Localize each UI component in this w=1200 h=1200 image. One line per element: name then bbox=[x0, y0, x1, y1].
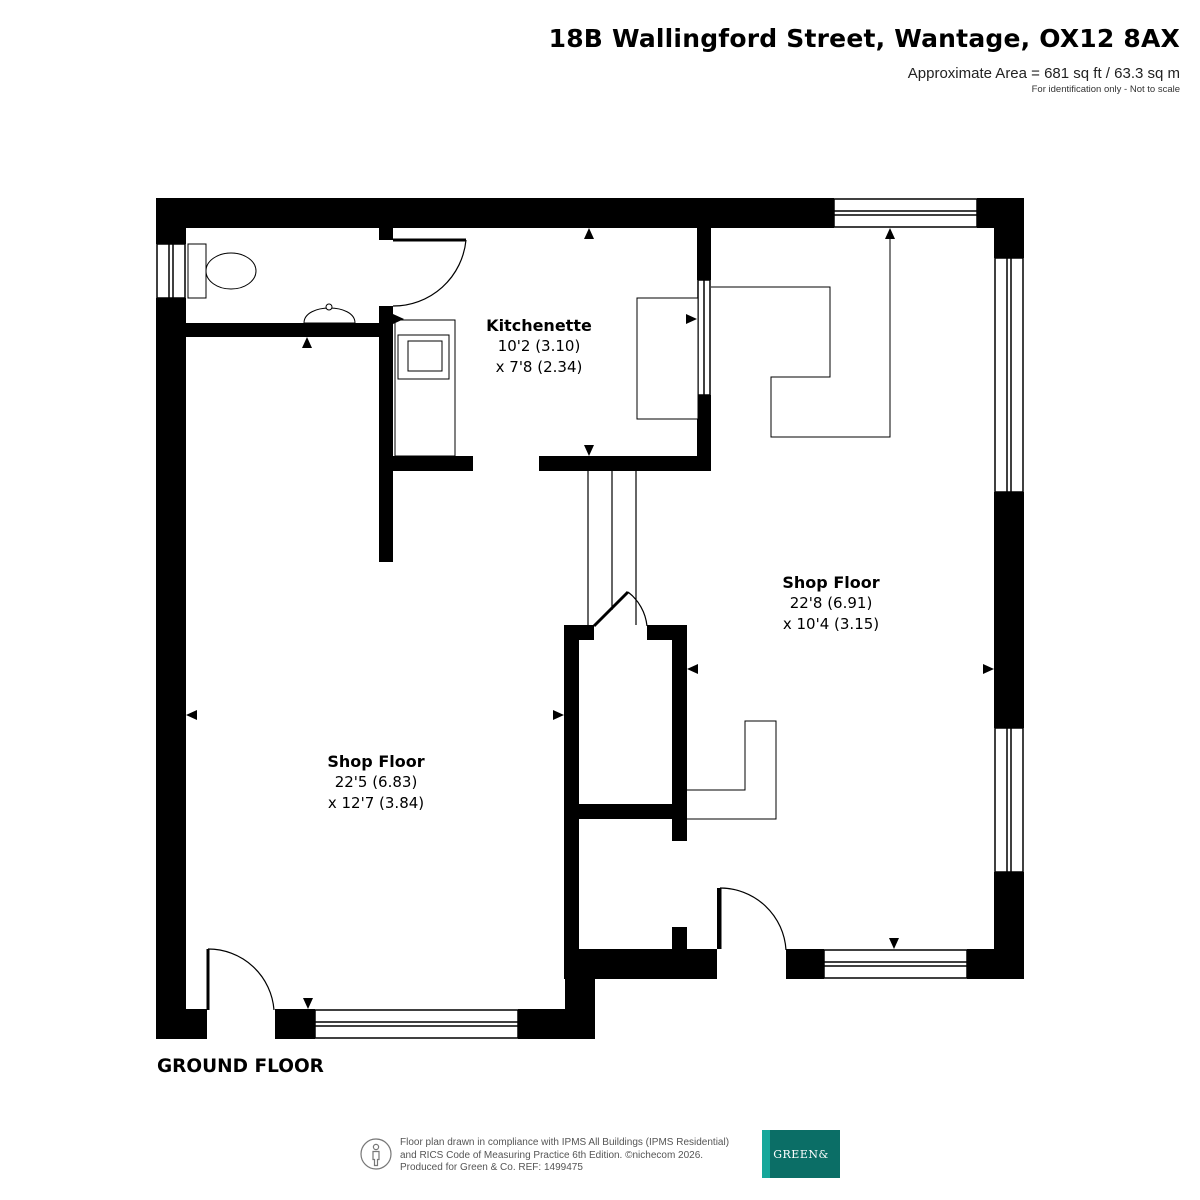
room-dimension: 22'5 (6.83) bbox=[334, 773, 418, 791]
room-name: Shop Floor bbox=[327, 752, 425, 771]
footer-line: and RICS Code of Measuring Practice 6th … bbox=[400, 1149, 704, 1161]
windows bbox=[156, 198, 1024, 1039]
room-dimension: x 12'7 (3.84) bbox=[327, 794, 425, 812]
scale-note: For identification only - Not to scale bbox=[1031, 84, 1180, 95]
exterior-walls bbox=[156, 198, 1024, 1039]
person-icon bbox=[360, 1138, 392, 1170]
room-name: Shop Floor bbox=[782, 573, 880, 592]
approximate-area: Approximate Area = 681 sq ft / 63.3 sq m bbox=[907, 65, 1180, 82]
room-dimension: 22'8 (6.91) bbox=[789, 594, 873, 612]
green-and-co-logo: GREEN& bbox=[762, 1130, 840, 1178]
property-address: 18B Wallingford Street, Wantage, OX12 8A… bbox=[548, 24, 1180, 53]
room-dimension: x 10'4 (3.15) bbox=[782, 615, 880, 633]
room-name: Kitchenette bbox=[486, 316, 592, 335]
interior-walls bbox=[186, 228, 720, 979]
floor-label: GROUND FLOOR bbox=[157, 1056, 324, 1077]
room-label-shop-floor-right: Shop Floor 22'8 (6.91) x 10'4 (3.15) bbox=[731, 572, 931, 635]
fixtures bbox=[187, 230, 891, 820]
footer-line: Floor plan drawn in compliance with IPMS… bbox=[400, 1137, 730, 1148]
measurement-arrows bbox=[186, 228, 994, 1009]
room-label-shop-floor-left: Shop Floor 22'5 (6.83) x 12'7 (3.84) bbox=[276, 751, 476, 814]
footer-line: Produced for Green & Co. REF: 1499475 bbox=[400, 1162, 583, 1173]
footer-compliance-text: Floor plan drawn in compliance with IPMS… bbox=[400, 1137, 729, 1175]
room-label-kitchenette: Kitchenette 10'2 (3.10) x 7'8 (2.34) bbox=[439, 315, 639, 378]
room-dimension: x 7'8 (2.34) bbox=[495, 358, 583, 376]
logo-text: GREEN& bbox=[773, 1147, 829, 1161]
doors bbox=[206, 238, 787, 1011]
room-dimension: 10'2 (3.10) bbox=[497, 337, 581, 355]
